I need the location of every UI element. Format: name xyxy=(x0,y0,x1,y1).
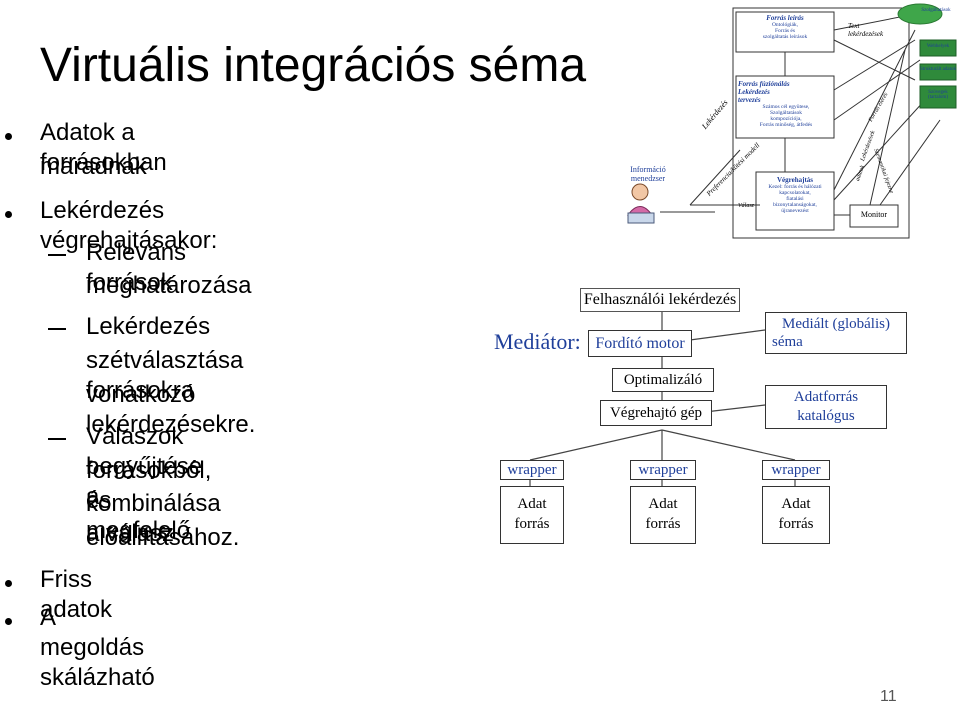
exec-text-5: újranevezést xyxy=(781,208,809,214)
bullet-dot xyxy=(5,133,12,140)
fusion-title-1: Forrás fúziónálás xyxy=(738,80,790,88)
bullet-4: A megoldás skálázható xyxy=(40,604,155,691)
bullet-dot xyxy=(5,211,12,218)
info-manager-line-2: menedzser xyxy=(630,174,666,183)
executor-label: Végrehajtó gép xyxy=(609,405,703,421)
user-queries-label: Felhasználói lekérdezés xyxy=(583,291,737,308)
bullet-3: Friss adatok xyxy=(40,566,113,623)
catalog-label-line-1: Adatforrás xyxy=(793,389,859,405)
wrapper-2: wrapper xyxy=(630,460,696,480)
right-label-texts: Szövegek (tartalom) xyxy=(928,90,948,100)
label-valasz: Válasz xyxy=(738,203,755,209)
wrapper-1: wrapper xyxy=(500,460,564,480)
source-desc-text-1: Ontológiák, xyxy=(771,22,799,28)
sub-bullet-3-line-3: kombinálása a válasz xyxy=(86,490,221,547)
wrapper-1-label: wrapper xyxy=(507,462,557,478)
catalog-label-line-2: katalógus xyxy=(797,408,855,424)
sub-bullet-2-line-2: szétválasztása forrásokra xyxy=(86,347,244,404)
data-source-2-line-1: Adat xyxy=(648,496,678,512)
wrapper-3-label: wrapper xyxy=(771,462,821,478)
websites-blob xyxy=(919,39,957,57)
structured-data-blob xyxy=(919,63,957,81)
sub-bullet-dash xyxy=(48,254,66,256)
data-source-1-line-2: forrás xyxy=(514,516,550,532)
text-query-line-2: lekérdezések xyxy=(848,30,884,38)
catalog-box: Adatforrás katalógus xyxy=(765,385,887,429)
sub-bullet-1-line-2: meghatározása xyxy=(86,272,252,299)
source-desc-title: Forrás leírás xyxy=(766,14,804,22)
sub-bullet-1-line-1: Releváns források xyxy=(86,239,187,296)
data-source-2: Adat forrás xyxy=(630,486,696,544)
texts-blob xyxy=(919,85,957,109)
sub-bullet-dash xyxy=(48,438,66,440)
translator-box: Fordító motor xyxy=(588,330,692,357)
mediator-label: Mediátor: xyxy=(494,329,581,354)
info-manager-line-1: Információ xyxy=(630,165,666,174)
bullet-1-line-1: Adatok a forrásokban xyxy=(40,119,167,176)
sub-bullet-2-line-3: vonatkozó lekérdezésekre. xyxy=(86,381,256,438)
sub-bullet-2-line-1: Lekérdezés xyxy=(86,313,211,340)
schema-label-line-2: séma xyxy=(772,334,803,350)
wrapper-2-label: wrapper xyxy=(638,462,688,478)
bullet-dot xyxy=(5,618,12,625)
mediated-schema-box: Mediált (globális) séma xyxy=(765,312,907,354)
executor-box: Végrehajtó gép xyxy=(600,400,712,426)
services-blob xyxy=(897,3,943,25)
bullet-2: Lekérdezés végrehajtásakor: xyxy=(40,197,218,254)
exec-text-2: kapcsolatokat, xyxy=(779,190,811,196)
schema-label-line-1: Mediált (globális) xyxy=(782,316,890,332)
data-source-1-line-1: Adat xyxy=(517,496,547,512)
exec-title: Végrehajtás xyxy=(776,176,814,184)
fusion-title-2: Lekérdezés xyxy=(738,88,770,96)
source-desc-text-3: szolgáltatás leírások xyxy=(762,34,808,40)
slide-title: Virtuális integrációs séma xyxy=(40,39,587,92)
sub-bullet-3-line-4: előállításához. xyxy=(86,524,240,551)
bullet-1-line-2: maradnak xyxy=(40,153,147,180)
text-query-line-1: Text xyxy=(848,22,860,30)
data-source-2-line-2: forrás xyxy=(645,516,681,532)
sub-bullet-dash xyxy=(48,328,66,330)
user-queries-box: Felhasználói lekérdezés xyxy=(580,288,740,312)
person-icon xyxy=(627,183,655,224)
optimizer-box: Optimalizáló xyxy=(612,368,714,392)
right-label-structured: Strukturált adatok xyxy=(920,67,956,72)
fusion-text-3: kompozíciója, xyxy=(770,116,802,122)
page-number: 11 xyxy=(880,688,897,705)
optimizer-label: Optimalizáló xyxy=(623,372,703,388)
sub-bullet-3-line-2: forrásokból, és megfelelő xyxy=(86,457,212,544)
exec-text-4: bizonytalanságokat, xyxy=(773,202,817,208)
data-source-3: Adat forrás xyxy=(762,486,830,544)
data-source-3-line-1: Adat xyxy=(781,496,811,512)
bullet-dot xyxy=(5,580,12,587)
right-label-services: Szolgáltatások xyxy=(921,8,951,13)
data-source-3-line-2: forrás xyxy=(778,516,814,532)
fusion-text-4: Forrás minőség, átfedés xyxy=(759,122,813,128)
sub-bullet-3-line-1: Válaszok begyűjtése a xyxy=(86,423,203,510)
wrapper-3: wrapper xyxy=(762,460,830,480)
translator-label: Fordító motor xyxy=(595,335,685,352)
source-desc-text-2: Forrás és xyxy=(774,28,795,34)
fusion-text-2: Szolgáltatások xyxy=(769,110,803,116)
monitor-label: Monitor xyxy=(860,210,888,219)
exec-text-1: Kezel: forrás és hálózati xyxy=(768,184,822,190)
right-label-websites: Webhelyek xyxy=(926,44,950,49)
fusion-text-1: Számos cél együtese, xyxy=(762,104,810,110)
fusion-title-3: tervezés xyxy=(738,96,761,104)
exec-text-3: fiatalási xyxy=(786,196,804,202)
data-source-1: Adat forrás xyxy=(500,486,564,544)
